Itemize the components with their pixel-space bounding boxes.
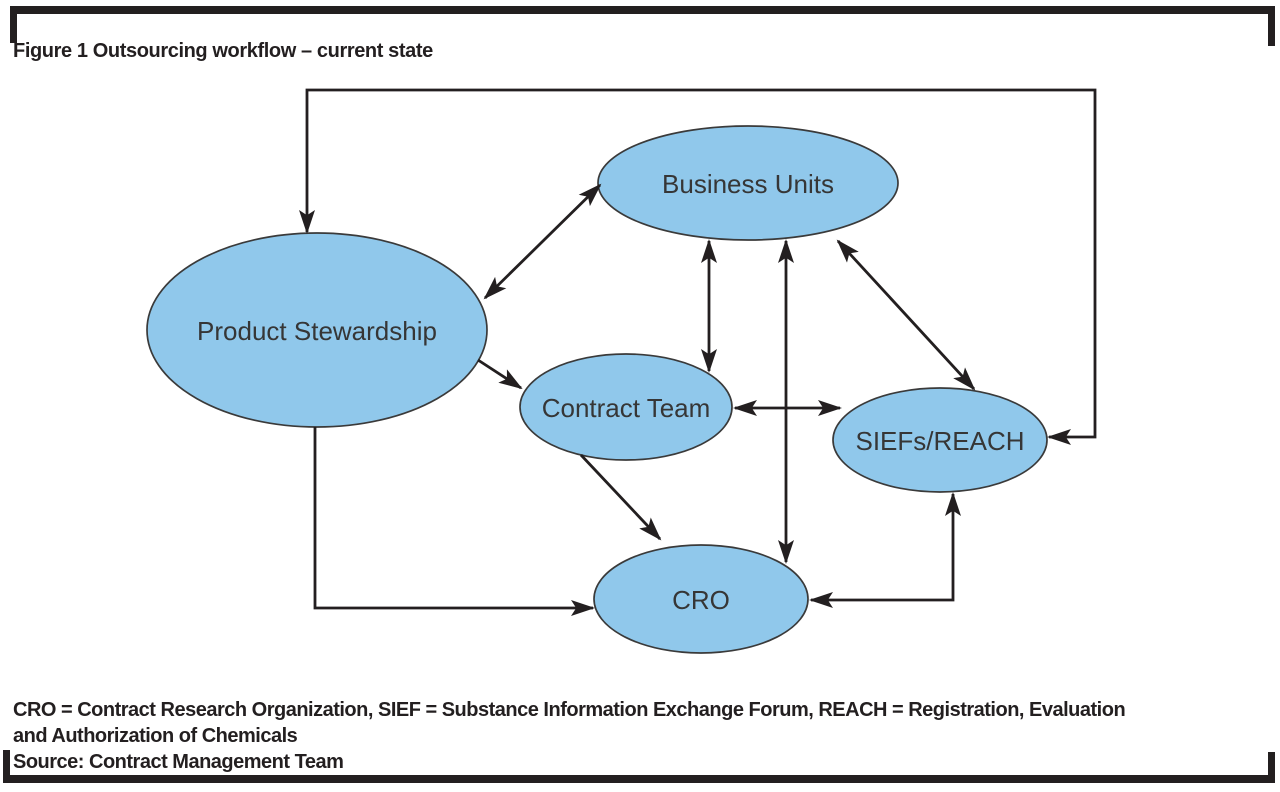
frame-top-right-stub bbox=[1268, 6, 1275, 46]
footnote-line-1: CRO = Contract Research Organization, SI… bbox=[13, 699, 1126, 721]
cro-shape bbox=[593, 544, 809, 654]
frame-bottom-left-stub bbox=[3, 750, 10, 778]
frame-top-left-stub bbox=[10, 6, 17, 43]
node-contract-team: Contract Team bbox=[519, 353, 733, 461]
edge-ps-ct bbox=[477, 358, 523, 390]
node-business-units: Business Units bbox=[597, 125, 899, 241]
frame-top-bar bbox=[10, 6, 1275, 14]
edges-layer bbox=[299, 88, 1097, 616]
siefs-reach-label: SIEFs/REACH bbox=[855, 426, 1024, 456]
contract-team-label: Contract Team bbox=[542, 393, 711, 423]
edge-ps-cro bbox=[313, 427, 595, 616]
edge-bu-siefs bbox=[836, 239, 976, 391]
frame-bottom-bar bbox=[3, 775, 1275, 783]
node-siefs-reach: SIEFs/REACH bbox=[832, 387, 1048, 493]
figure-source: Source: Contract Management Team bbox=[13, 751, 344, 773]
edge-ps-siefs-top bbox=[299, 88, 1097, 445]
cro-label: CRO bbox=[672, 585, 730, 615]
nodes-layer: Product Stewardship Business UnitsContrac… bbox=[146, 125, 1048, 654]
page-frame bbox=[3, 6, 1275, 783]
node-product-stewardship: Product Stewardship bbox=[146, 232, 488, 428]
edge-siefs-cro bbox=[809, 492, 961, 608]
edge-ps-bu bbox=[483, 183, 602, 300]
edge-ct-cro bbox=[579, 454, 662, 541]
node-cro: CRO bbox=[593, 544, 809, 654]
figure-title: Figure 1 Outsourcing workflow – current … bbox=[13, 40, 433, 62]
frame-bottom-right-stub bbox=[1268, 752, 1275, 778]
footnote-line-2: and Authorization of Chemicals bbox=[13, 725, 298, 747]
figure-footnote: CRO = Contract Research Organization, SI… bbox=[13, 697, 1126, 775]
business-units-label: Business Units bbox=[662, 169, 834, 199]
product-stewardship-label: Product Stewardship bbox=[197, 316, 437, 346]
